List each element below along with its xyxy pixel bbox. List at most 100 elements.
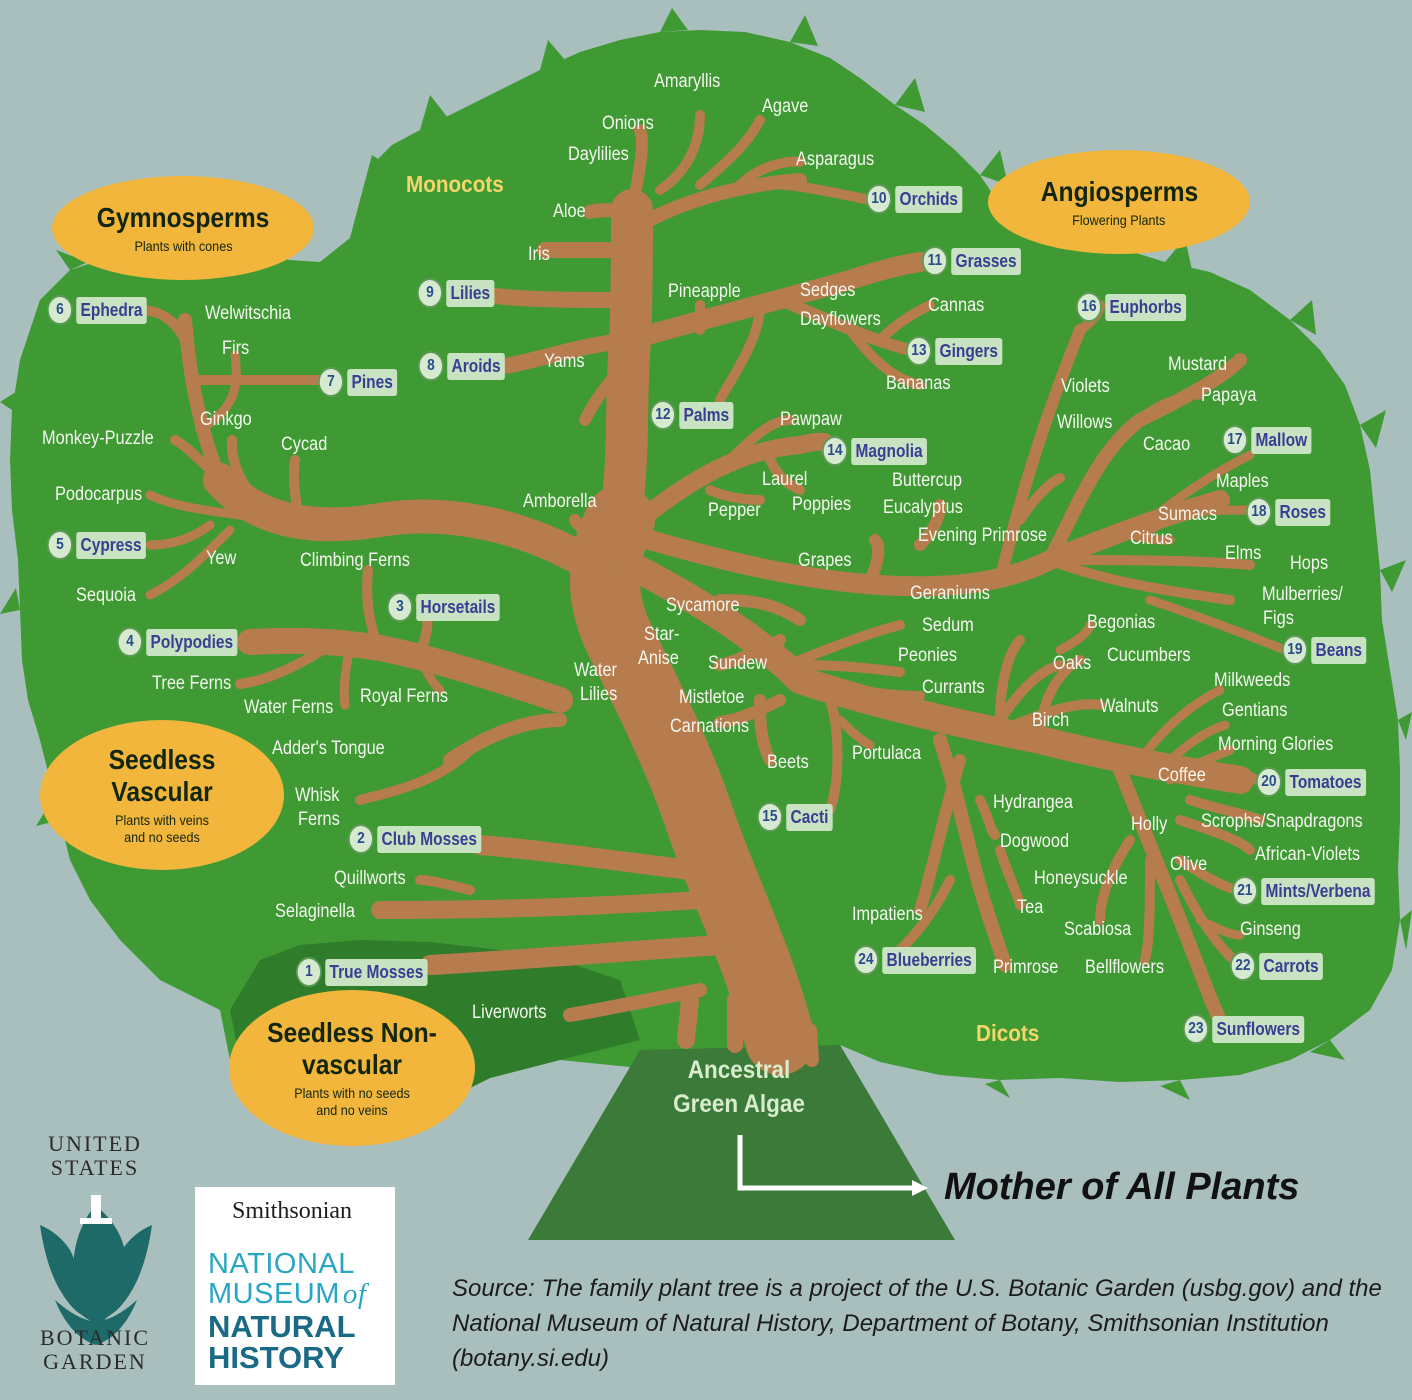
- family-number: 19: [1282, 635, 1308, 665]
- plant-label: Olive: [1170, 854, 1208, 875]
- family-name: Roses: [1275, 498, 1331, 526]
- plant-label: Amborella: [523, 491, 597, 512]
- plant-label: Carnations: [670, 716, 750, 737]
- plant-label: Iris: [528, 244, 550, 265]
- mother-arrow: [737, 1135, 912, 1191]
- plant-label: Milkweeds: [1214, 670, 1291, 691]
- plant-label: Water Ferns: [244, 697, 334, 718]
- plant-label: Sequoia: [76, 585, 136, 606]
- plant-label: Primrose: [993, 957, 1059, 978]
- family-name: Cypress: [76, 531, 146, 559]
- family-number: 24: [853, 945, 879, 975]
- family-name: Mallow: [1251, 426, 1312, 454]
- plant-label: Walnuts: [1100, 696, 1159, 717]
- plant-label: Dayflowers: [800, 309, 881, 330]
- plant-label: Cannas: [928, 295, 985, 316]
- nmnh-line-4: HISTORY: [208, 1340, 345, 1375]
- algae-line-1: Ancestral: [687, 1056, 791, 1084]
- family-number: 16: [1076, 292, 1102, 322]
- plant-label: Firs: [222, 338, 250, 359]
- plant-label: Mistletoe: [679, 687, 745, 708]
- seedless-nonvascular-subtitle: Plants with no seeds and no veins: [294, 1085, 410, 1119]
- mother-of-all-plants: Mother of All Plants: [944, 1166, 1300, 1208]
- plant-label: Papaya: [1201, 385, 1257, 406]
- oval-gymnosperms: Gymnosperms Plants with cones: [52, 176, 314, 280]
- plant-label: Evening Primrose: [918, 525, 1047, 546]
- algae-line-2: Green Algae: [673, 1089, 805, 1118]
- gymnosperms-title: Gymnosperms: [96, 201, 270, 233]
- family-number: 20: [1256, 767, 1282, 797]
- plant-label: Liverworts: [472, 1002, 547, 1023]
- nmnh-of: of: [342, 1278, 367, 1310]
- plant-label: Cycad: [281, 434, 328, 455]
- plant-label: Podocarpus: [55, 484, 143, 505]
- plant-label: Impatiens: [852, 904, 923, 925]
- family-number: 9: [417, 278, 443, 308]
- plant-label: Elms: [1225, 543, 1262, 564]
- plant-label: Whisk: [295, 785, 340, 806]
- plant-label: Bellflowers: [1085, 957, 1165, 978]
- plant-label: Scabiosa: [1064, 919, 1132, 940]
- family-name: Horsetails: [416, 593, 500, 621]
- plant-label: Figs: [1263, 608, 1294, 629]
- plant-label: Yams: [544, 351, 585, 372]
- plant-label: Currants: [922, 677, 985, 698]
- seedless-vascular-subtitle: Plants with veins and no seeds: [115, 812, 209, 846]
- family-name: Mints/Verbena: [1261, 877, 1375, 905]
- plant-label: Climbing Ferns: [300, 550, 410, 571]
- family-number: 18: [1246, 497, 1272, 527]
- family-name: Magnolia: [851, 437, 927, 465]
- plant-label: Sedum: [922, 615, 974, 636]
- plant-label: Pawpaw: [780, 409, 842, 430]
- family-number: 15: [757, 802, 783, 832]
- family-name: Ephedra: [76, 296, 147, 324]
- plant-label: Pepper: [708, 500, 761, 521]
- nmnh-museum: MUSEUM: [208, 1278, 340, 1310]
- plant-label: Violets: [1061, 376, 1110, 397]
- plant-label: Holly: [1131, 814, 1168, 835]
- dicots-label: Dicots: [976, 1020, 1040, 1046]
- plant-label: Sycamore: [666, 595, 740, 616]
- plant-label: Mustard: [1168, 354, 1228, 375]
- plant-label: Ferns: [298, 809, 340, 830]
- plant-label: Selaginella: [275, 901, 355, 922]
- smithsonian-wordmark: Smithsonian: [232, 1198, 353, 1224]
- family-name: Club Mosses: [377, 825, 482, 853]
- family-number: 21: [1232, 876, 1258, 906]
- plant-label: African-Violets: [1255, 844, 1361, 865]
- plant-label: Pineapple: [668, 281, 741, 302]
- family-name: Cacti: [786, 803, 833, 831]
- angiosperms-subtitle: Flowering Plants: [1072, 211, 1166, 228]
- family-number: 2: [348, 824, 374, 854]
- plant-label: Peonies: [898, 645, 958, 666]
- usbg-logo-bottom: BOTANIC GARDEN: [39, 1325, 150, 1375]
- family-number: 3: [387, 592, 413, 622]
- plant-label: Portulaca: [852, 743, 922, 764]
- plant-label: Willows: [1057, 412, 1113, 433]
- family-name: Sunflowers: [1212, 1015, 1305, 1043]
- plant-label: Yew: [206, 548, 237, 569]
- gymnosperms-subtitle: Plants with cones: [133, 237, 233, 254]
- oval-seedless-vascular: Seedless Vascular Plants with veins and …: [40, 720, 284, 870]
- family-name: Orchids: [895, 185, 963, 213]
- family-number: 4: [117, 627, 143, 657]
- plant-label: Quillworts: [334, 868, 406, 889]
- plant-label: Sedges: [800, 280, 856, 301]
- family-name: Blueberries: [882, 946, 977, 974]
